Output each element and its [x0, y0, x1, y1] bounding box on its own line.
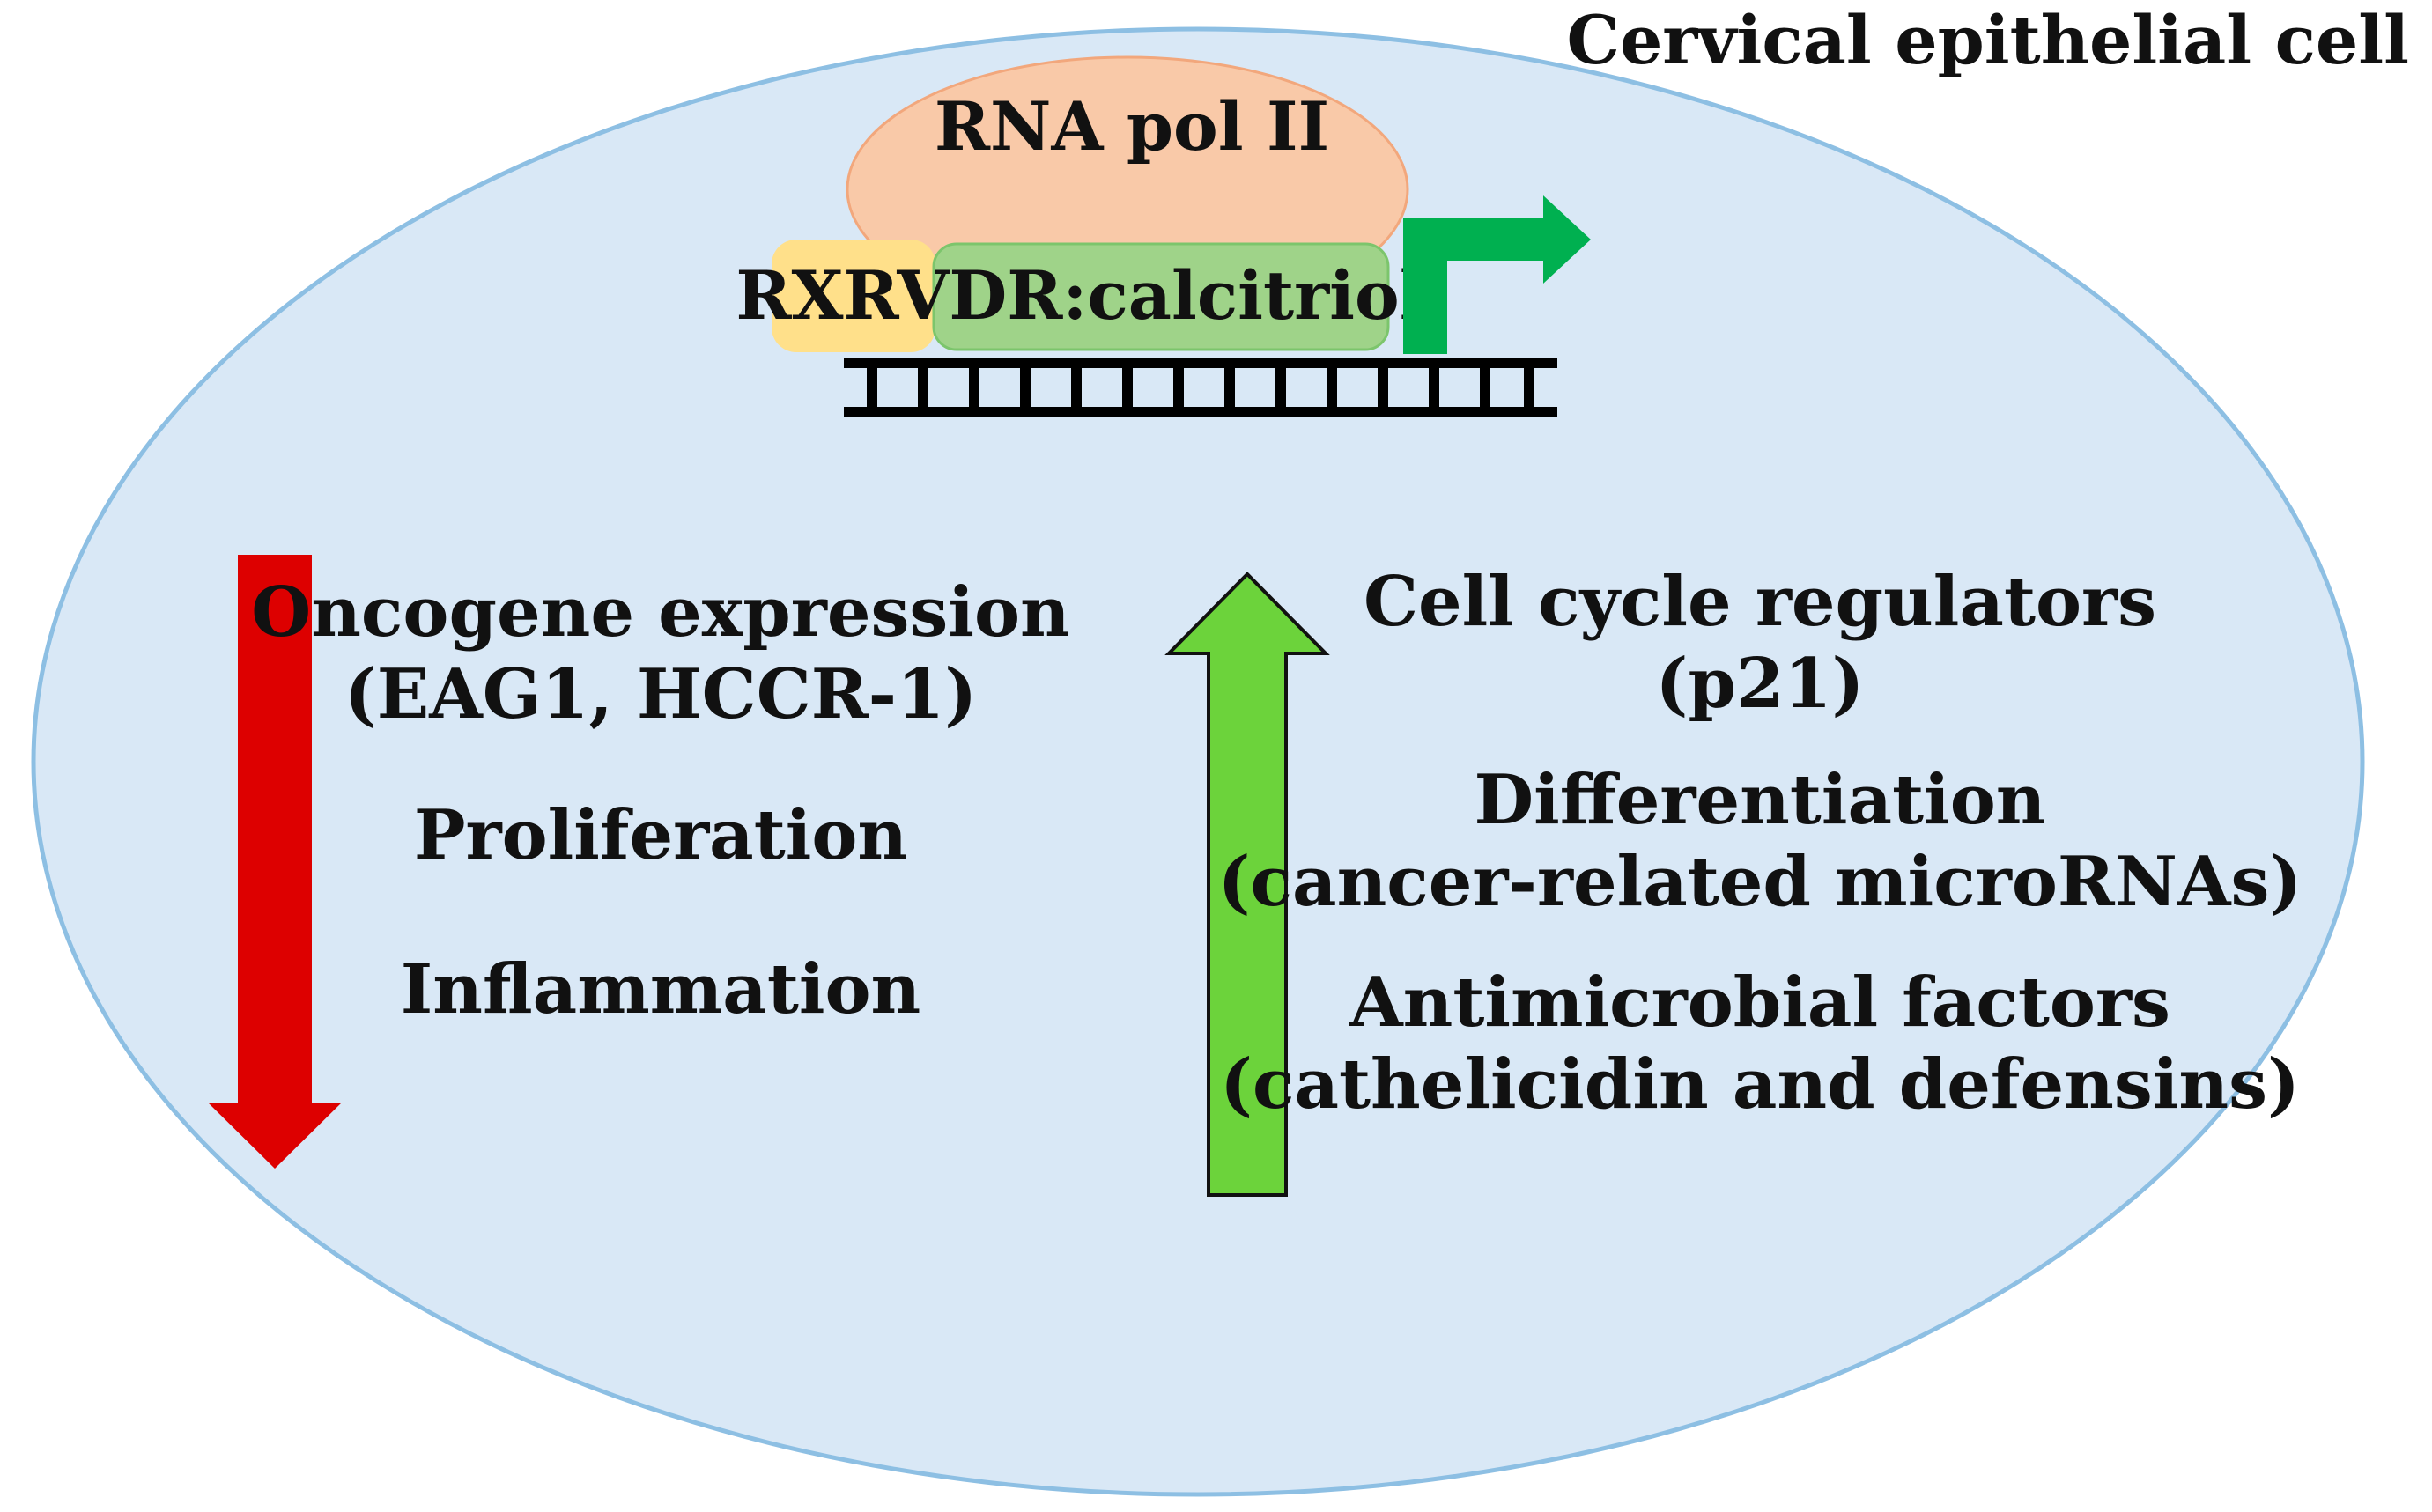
differentiation-label: Differentiation [1475, 760, 2046, 840]
micrornas-label: (cancer-related microRNAs) [1218, 842, 2303, 922]
rna-pol-ii-label: RNA pol II [935, 87, 1329, 166]
cell-body [31, 26, 2365, 1497]
p21-label: (p21) [1656, 644, 1865, 724]
increased-effects-list: Cell cycle regulators (p21) Differentiat… [1218, 562, 2303, 1125]
increase-arrow-icon [1164, 572, 1330, 1197]
dna-strand [844, 358, 1557, 417]
antimicrobial-factors-label: Antimicrobial factors [1349, 963, 2170, 1043]
oncogene-expression-label: Oncogene expression [251, 572, 1069, 653]
rxr-label: RXR [736, 256, 899, 335]
proliferation-label: Proliferation [414, 795, 907, 875]
oncogene-examples-label: (EAG1, HCCR-1) [344, 654, 977, 734]
rxr-box [772, 240, 935, 352]
inflammation-label: Inflammation [401, 949, 920, 1029]
cathelicidin-defensins-label: (cathelicidin and defensins) [1220, 1044, 2300, 1125]
cell-cycle-regulators-label: Cell cycle regulators [1364, 562, 2156, 642]
vdr-calcitriol-box [932, 242, 1390, 351]
promoter-arrow-icon [1403, 195, 1591, 354]
cell-title: Cervical epithelial cell [1566, 1, 2409, 79]
decreased-effects-list: Oncogene expression (EAG1, HCCR-1) Proli… [251, 572, 1069, 1029]
vdr-calcitriol-label: VDR:calcitriol [896, 256, 1424, 335]
decrease-arrow-icon [208, 555, 342, 1169]
